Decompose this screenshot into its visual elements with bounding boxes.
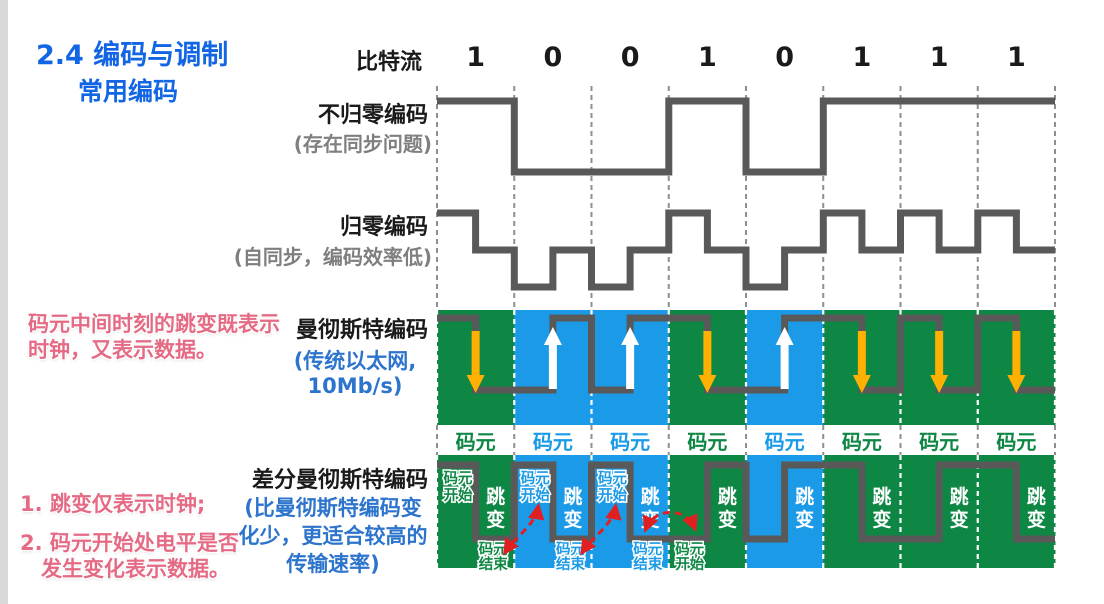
- diff-annotation-line-1: 1. 跳变仅表示时钟;: [20, 492, 206, 516]
- slide-left-edge: [0, 0, 8, 604]
- manchester-row-label: 曼彻斯特编码: [295, 318, 428, 343]
- diff-manchester-row-label: 差分曼彻斯特编码: [251, 468, 428, 493]
- bit-value: 1: [698, 42, 717, 73]
- cell-end-label: 码元结束: [633, 541, 662, 573]
- cell-label: 码元: [533, 430, 573, 454]
- jump-label: 跳变: [486, 485, 505, 531]
- diff-manchester-row-note-1: (比曼彻斯特编码变: [244, 496, 422, 520]
- bit-value: 1: [930, 42, 949, 73]
- nrz-waveform: [437, 97, 1055, 176]
- nrz-row-label: 不归零编码: [317, 103, 428, 128]
- compare-arrow: [642, 511, 698, 533]
- diff-manchester-row-note-3: 传输速率): [286, 552, 380, 576]
- bit-value: 1: [852, 42, 871, 73]
- jump-label: 跳变: [718, 485, 737, 531]
- bit-value: 0: [775, 42, 794, 73]
- slide-title: 2.4 编码与调制: [36, 40, 229, 71]
- mid-bit-arrow-up-head: [543, 327, 562, 345]
- slide-subtitle: 常用编码: [78, 77, 179, 106]
- rz-row-label: 归零编码: [339, 215, 428, 240]
- mid-bit-arrow-down-head: [852, 375, 871, 393]
- cell-label: 码元: [842, 430, 882, 454]
- manchester-row-note-2: 10Mb/s): [307, 374, 403, 398]
- diff-annotation-line-3: 发生变化表示数据。: [41, 557, 230, 581]
- jump-label: 跳变: [950, 485, 969, 531]
- jump-label: 跳变: [872, 485, 891, 531]
- cell-end-label: 码元结束: [479, 541, 508, 573]
- diff-manchester-waveform: [437, 461, 1055, 543]
- cell-label: 码元: [456, 430, 496, 454]
- rz-row-note: (自同步，编码效率低): [233, 245, 432, 269]
- mid-bit-arrow-up-head: [621, 327, 640, 345]
- mid-bit-arrow-down-head: [698, 375, 717, 393]
- compare-arrow: [580, 502, 622, 556]
- mid-bit-arrow-down-head: [1007, 375, 1026, 393]
- cell-label: 码元: [919, 430, 959, 454]
- bit-value: 0: [543, 42, 562, 73]
- cell-end-label: 码元结束: [556, 541, 585, 573]
- cell-label: 码元: [687, 430, 727, 454]
- cell-label: 码元: [765, 430, 805, 454]
- bit-value: 1: [466, 42, 485, 73]
- bitstream-label: 比特流: [355, 50, 422, 75]
- mid-bit-arrow-down-head: [466, 375, 485, 393]
- jump-label: 跳变: [795, 485, 814, 531]
- cell-start-label: 码元开始: [521, 470, 550, 504]
- compare-arrow: [502, 502, 545, 556]
- bit-value: 0: [621, 42, 640, 73]
- mid-bit-arrow-up-head: [775, 327, 794, 345]
- cell-start-label: 码元开始: [598, 470, 627, 504]
- rz-waveform: [437, 209, 1055, 291]
- bit-value: 1: [1007, 42, 1026, 73]
- cell-label: 码元: [610, 430, 650, 454]
- cell-start-label: 码元开始: [444, 470, 473, 504]
- manchester-row-note-1: (传统以太网,: [293, 349, 417, 373]
- mid-bit-arrow-down-head: [930, 375, 949, 393]
- manchester-annotation-line-2: 时钟，又表示数据。: [28, 338, 217, 362]
- jump-label: 跳变: [1027, 485, 1046, 531]
- cell-start-label: 码元开始: [675, 541, 704, 573]
- manchester-annotation-line-1: 码元中间时刻的跳变既表示: [28, 312, 280, 336]
- jump-label: 跳变: [563, 485, 582, 531]
- nrz-row-note: (存在同步问题): [293, 132, 432, 156]
- diff-manchester-row-note-2: 化少，更适合较高的: [238, 524, 428, 548]
- diff-annotation-line-2: 2. 码元开始处电平是否: [20, 531, 239, 555]
- cell-label: 码元: [996, 430, 1036, 454]
